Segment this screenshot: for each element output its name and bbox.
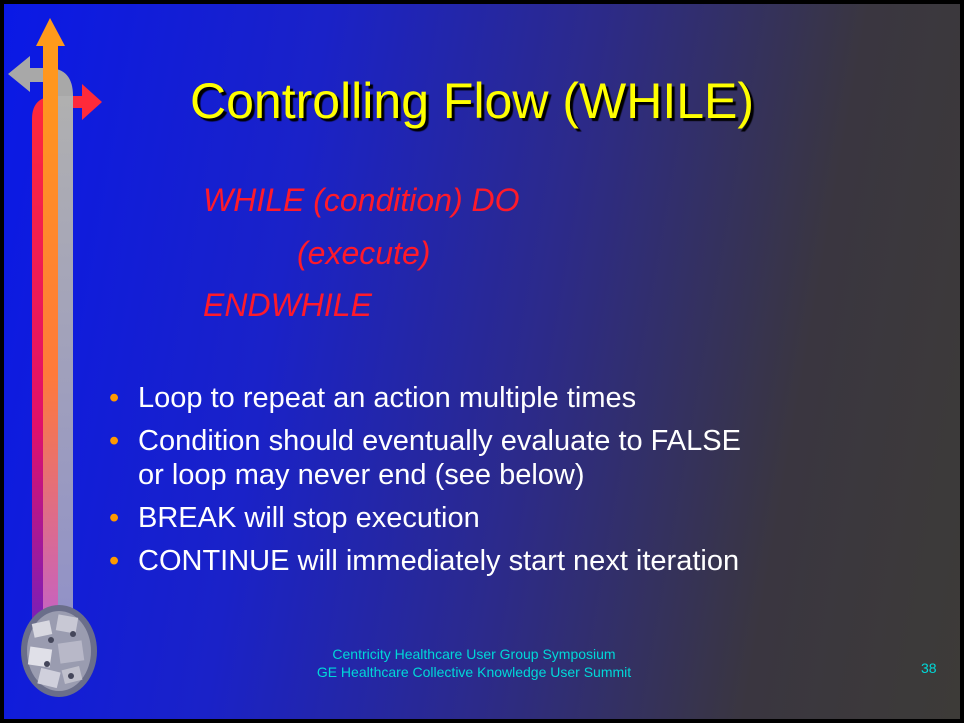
page-number: 38 [921, 660, 937, 676]
bullet-item: • Condition should eventually evaluate t… [109, 424, 939, 492]
directional-arrows-icon [8, 18, 102, 644]
bullet-dot: • [109, 502, 120, 534]
bullet-list: • Loop to repeat an action multiple time… [109, 381, 939, 587]
code-line-execute: (execute) [297, 235, 431, 271]
globe-logo-icon [21, 605, 97, 697]
footer-line-1: Centricity Healthcare User Group Symposi… [332, 646, 616, 662]
bullet-item: • Loop to repeat an action multiple time… [109, 381, 939, 415]
code-line-while: WHILE (condition) DO [203, 182, 520, 218]
bullet-text: Loop to repeat an action multiple times [138, 382, 637, 414]
bullet-text: CONTINUE will immediately start next ite… [138, 545, 740, 577]
bullet-dot: • [109, 382, 120, 414]
slide-title: Controlling Flow (WHILE) [190, 73, 755, 129]
bullet-dot: • [109, 545, 120, 577]
bullet-text-continuation: or loop may never end (see below) [138, 459, 585, 491]
bullet-dot: • [109, 425, 120, 457]
code-line-endwhile: ENDWHILE [203, 287, 372, 323]
bullet-text: Condition should eventually evaluate to … [138, 425, 741, 457]
slide: Controlling Flow (WHILE) WHILE (conditio… [4, 4, 960, 719]
bullet-text: BREAK will stop execution [138, 502, 480, 534]
bullet-item: • BREAK will stop execution [109, 501, 939, 535]
bullet-item: • CONTINUE will immediately start next i… [109, 544, 939, 578]
footer: Centricity Healthcare User Group Symposi… [254, 645, 694, 681]
footer-line-2: GE Healthcare Collective Knowledge User … [316, 664, 632, 680]
